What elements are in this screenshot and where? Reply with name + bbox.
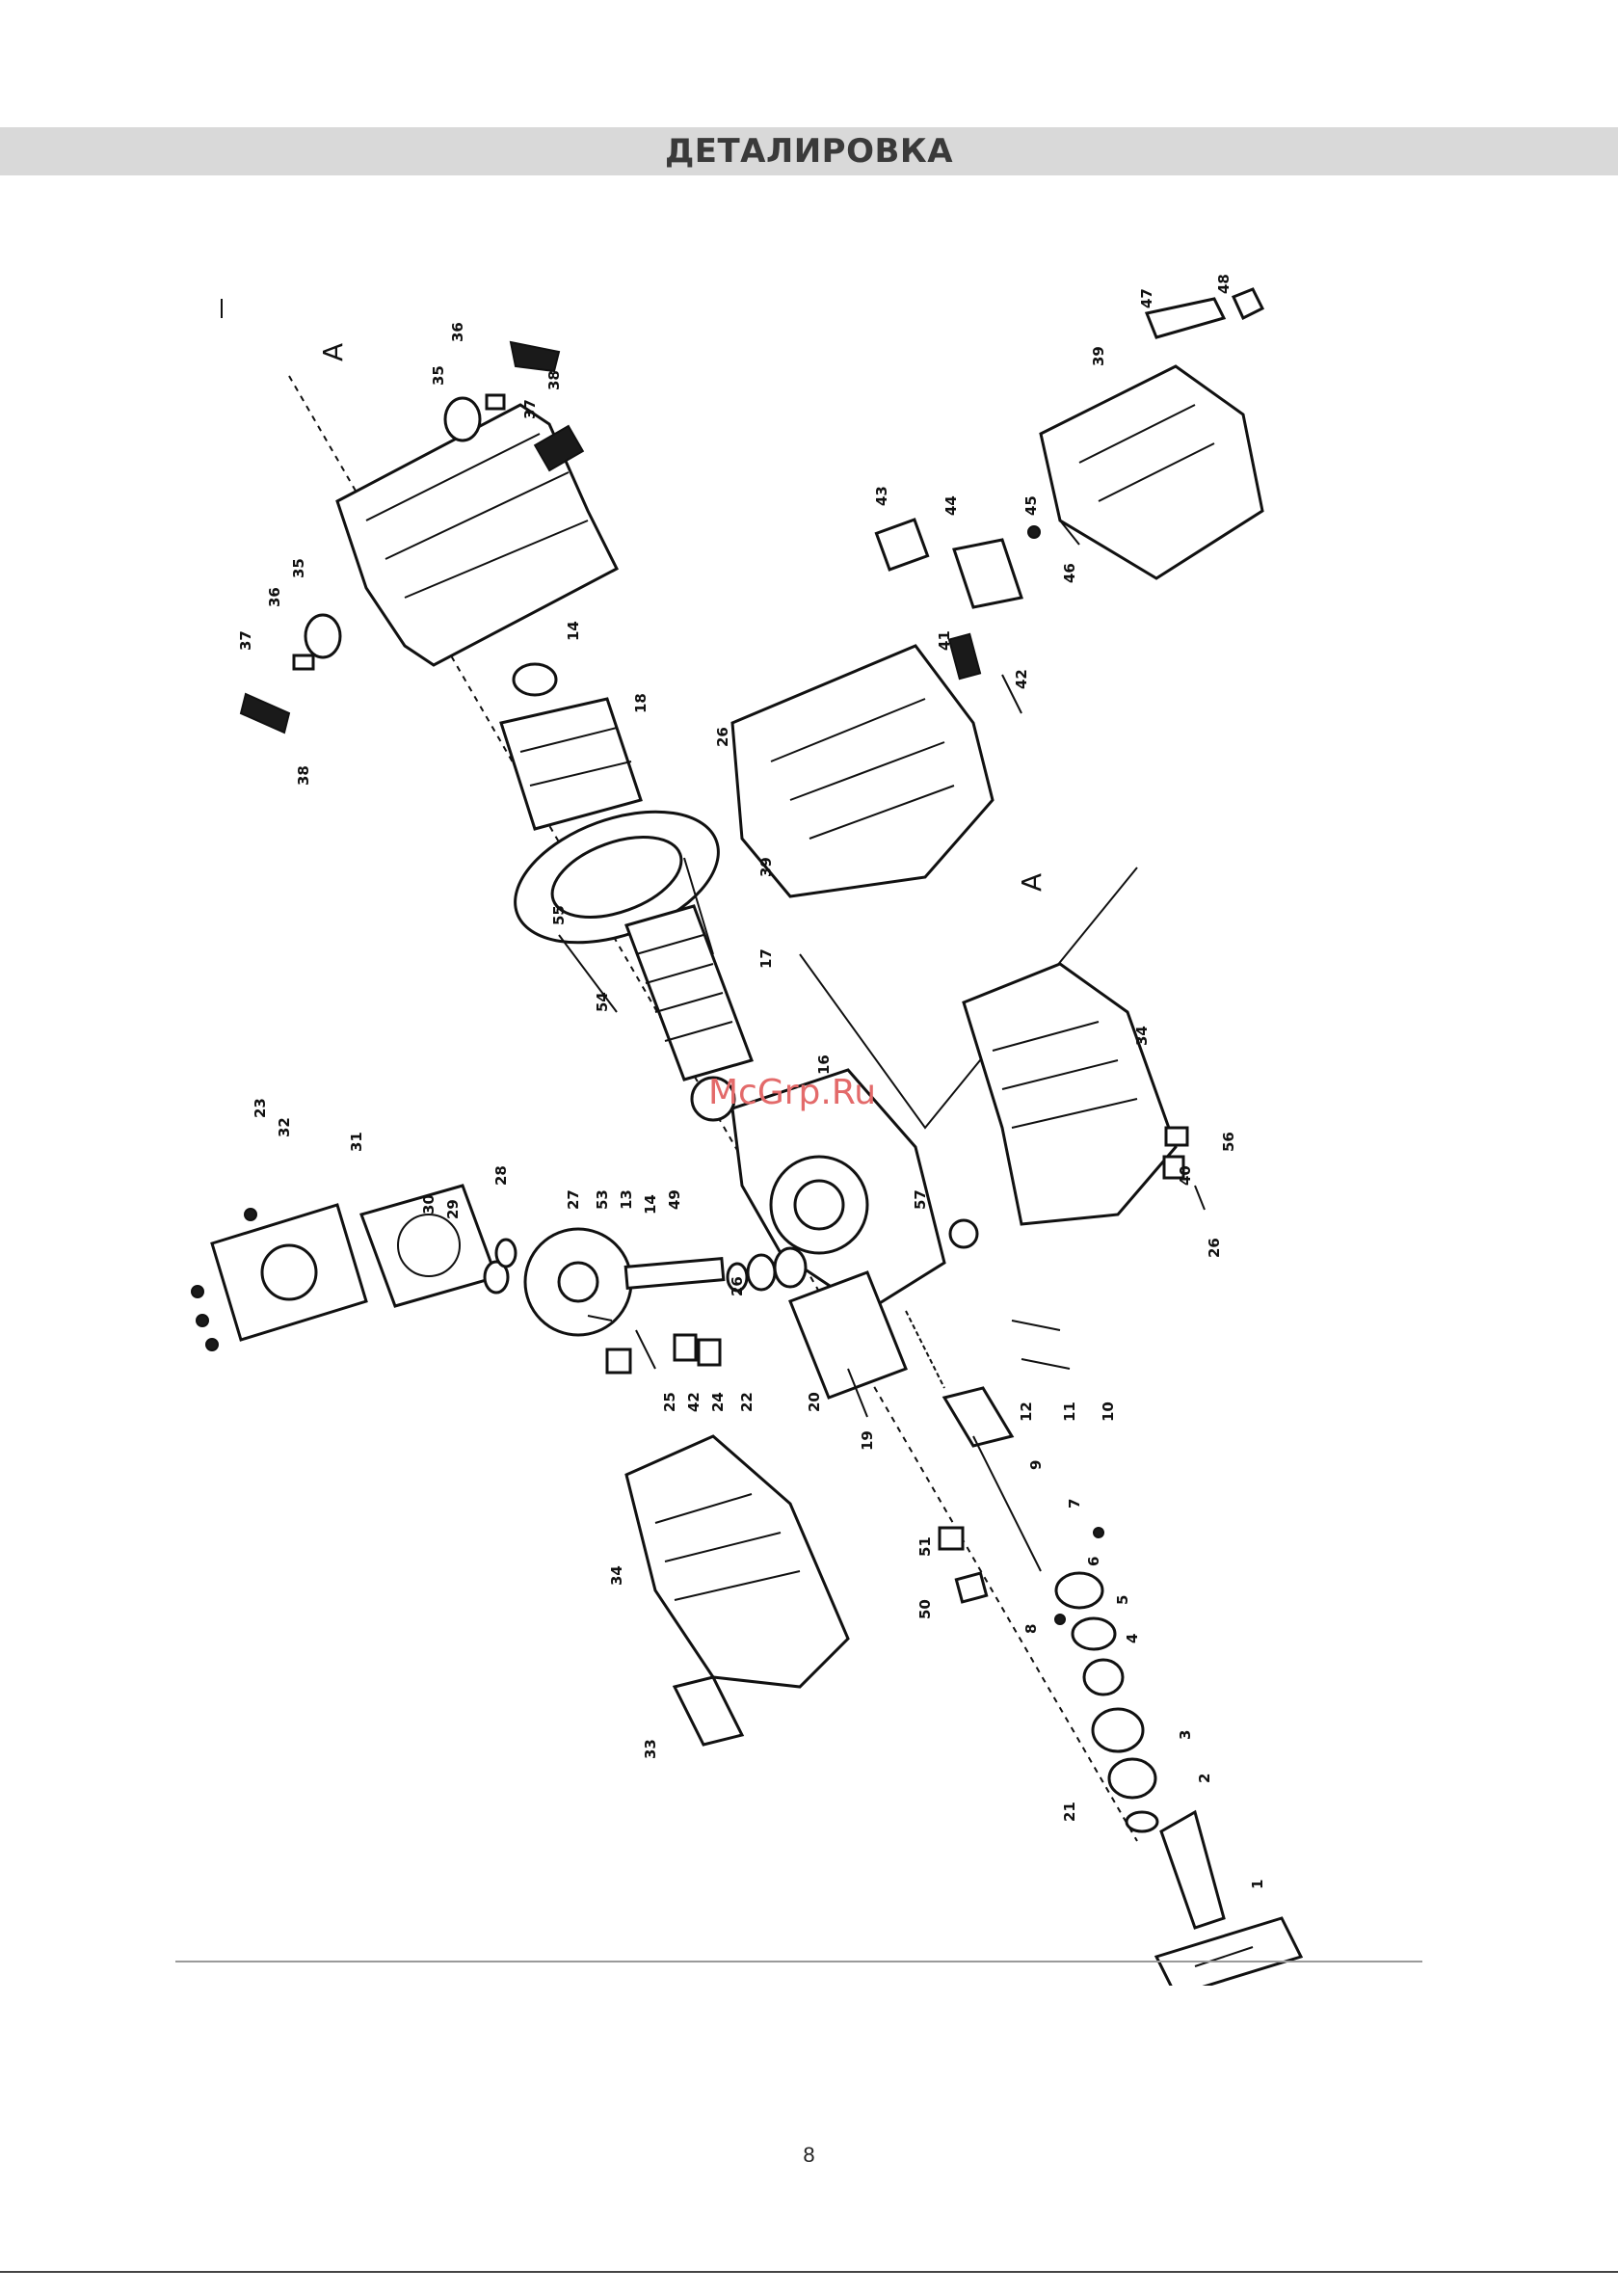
- callout-13: 13: [618, 1189, 635, 1210]
- callout-35a: 35: [430, 365, 447, 386]
- callout-31: 31: [348, 1132, 365, 1152]
- callout-51: 51: [916, 1536, 934, 1557]
- callout-11: 11: [1061, 1402, 1078, 1422]
- callout-30: 30: [420, 1194, 438, 1215]
- callout-22: 22: [738, 1392, 756, 1412]
- callout-23: 23: [252, 1098, 269, 1118]
- callout-18: 18: [632, 693, 650, 713]
- callout-20: 20: [806, 1392, 823, 1412]
- watermark: McGrp.Ru: [708, 1073, 876, 1112]
- rear-screw-part: [1147, 289, 1262, 337]
- callout-37b: 37: [237, 630, 254, 651]
- callout-4: 4: [1124, 1634, 1141, 1643]
- callout-21: 21: [1061, 1802, 1078, 1822]
- shoe-part: [1156, 1812, 1301, 1986]
- callout-49: 49: [666, 1189, 683, 1210]
- callout-56: 56: [1220, 1132, 1237, 1152]
- callout-6: 6: [1085, 1557, 1102, 1566]
- callout-54: 54: [594, 992, 611, 1012]
- callout-37a: 37: [521, 399, 539, 419]
- callout-41: 41: [936, 630, 953, 651]
- callout-24: 24: [709, 1392, 727, 1412]
- callout-3: 3: [1177, 1730, 1194, 1740]
- page-title: ДЕТАЛИРОВКА: [665, 132, 953, 171]
- spindle-part: [625, 1248, 806, 1291]
- callout-14b: 14: [642, 1194, 659, 1215]
- bearing-stack-part: [1056, 1573, 1157, 1831]
- callout-38a: 38: [545, 370, 563, 390]
- callout-32: 32: [276, 1117, 293, 1137]
- callout-34a: 34: [608, 1565, 625, 1586]
- callout-45: 45: [1022, 495, 1040, 516]
- callout-34b: 34: [1133, 1026, 1151, 1046]
- page-number: 8: [0, 2143, 1618, 2168]
- callout-16: 16: [815, 1055, 833, 1075]
- callout-47: 47: [1138, 288, 1155, 308]
- callout-53: 53: [594, 1189, 611, 1210]
- callout-57: 57: [912, 1189, 929, 1210]
- callout-44: 44: [942, 495, 960, 516]
- callout-1: 1: [1249, 1880, 1266, 1889]
- callout-5: 5: [1114, 1595, 1131, 1605]
- group-marker-top: A: [317, 343, 349, 361]
- callout-25: 25: [661, 1392, 678, 1412]
- callout-26b: 26: [714, 727, 731, 747]
- exploded-parts-diagram: A A McGrp.Ru 1 2 3 4 5 6 7 8 9 10 11 12 …: [173, 260, 1446, 1986]
- handle-right-part: [964, 964, 1205, 1224]
- callout-7: 7: [1066, 1499, 1083, 1508]
- callout-28: 28: [492, 1165, 510, 1186]
- header-band: ДЕТАЛИРОВКА: [0, 127, 1618, 175]
- callout-38b: 38: [295, 765, 312, 786]
- brush-holder-lower-part: [241, 615, 340, 733]
- callout-17: 17: [757, 948, 775, 969]
- callout-42b: 42: [685, 1392, 703, 1412]
- guide-part: [790, 1272, 1070, 1417]
- footer-rule: [175, 1961, 1422, 1962]
- callout-2: 2: [1196, 1774, 1213, 1783]
- callout-55: 55: [550, 905, 568, 925]
- callout-39b: 39: [757, 857, 775, 877]
- callout-46: 46: [1061, 563, 1078, 583]
- callout-14a: 14: [565, 621, 582, 641]
- callout-35b: 35: [290, 558, 307, 578]
- switch-cover-part: [1041, 366, 1262, 578]
- group-marker-bottom: A: [1016, 873, 1048, 892]
- callout-26c: 26: [1206, 1238, 1223, 1258]
- gear-cover-part: [192, 1205, 366, 1350]
- callout-27: 27: [565, 1189, 582, 1210]
- stator-part: [501, 664, 641, 829]
- callout-48: 48: [1215, 274, 1233, 294]
- callout-8: 8: [1022, 1624, 1040, 1634]
- callout-40: 40: [1177, 1165, 1194, 1186]
- callout-12: 12: [1018, 1402, 1035, 1422]
- callout-39a: 39: [1090, 346, 1107, 366]
- callout-9: 9: [1027, 1460, 1045, 1470]
- callout-33: 33: [642, 1739, 659, 1759]
- callout-26a: 26: [729, 1276, 746, 1296]
- bottom-border: [0, 2271, 1618, 2273]
- callout-42a: 42: [1013, 669, 1030, 689]
- callout-36a: 36: [449, 322, 466, 342]
- callout-43: 43: [873, 486, 890, 506]
- callout-36b: 36: [266, 587, 283, 607]
- callout-10: 10: [1100, 1402, 1117, 1422]
- callout-29: 29: [444, 1199, 462, 1219]
- callout-50: 50: [916, 1599, 934, 1619]
- callout-19: 19: [859, 1430, 876, 1451]
- handle-left-part: [626, 1436, 848, 1745]
